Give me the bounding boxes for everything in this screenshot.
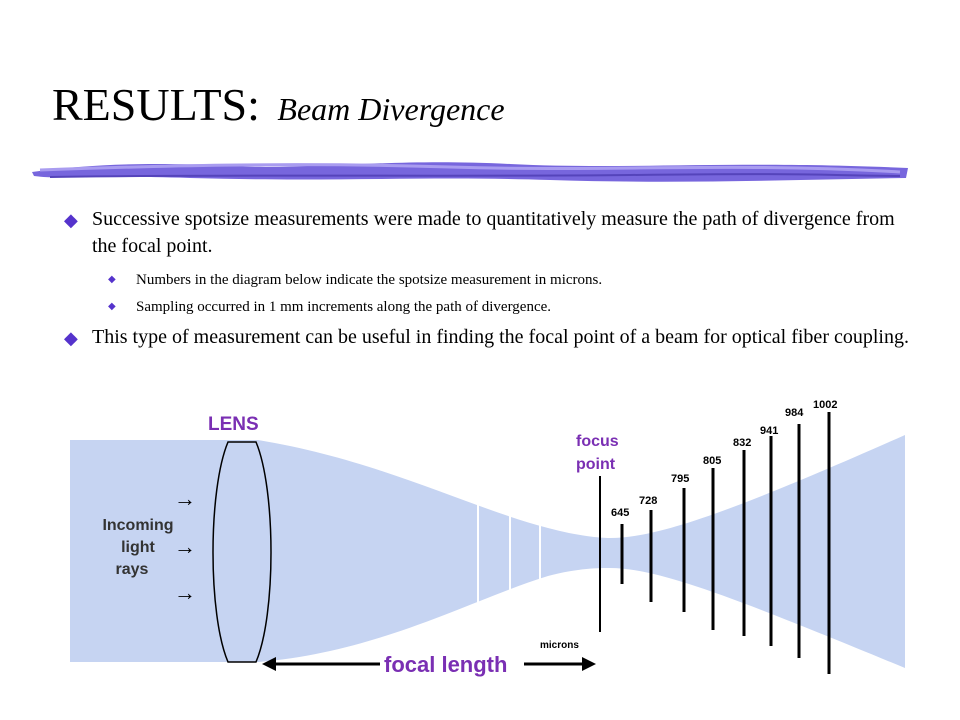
measurement-5: 832: [733, 437, 751, 636]
sub-bullet-text: Sampling occurred in 1 mm increments alo…: [136, 299, 552, 315]
title-underline-brush: [32, 162, 908, 182]
arrow-right-icon: →: [174, 486, 196, 511]
measurement-label: 941: [760, 425, 778, 437]
diamond-bullet-icon: ◆: [64, 210, 78, 230]
measurement-label: 805: [703, 455, 721, 467]
incoming-label-line-1: Incoming: [102, 517, 173, 534]
title-subtitle: Beam Divergence: [277, 91, 505, 127]
measurement-label: 728: [639, 495, 657, 507]
incoming-label-line-2: light: [121, 539, 155, 556]
beam-divergence-diagram: LENS Incoming light rays → → → focus poi…: [70, 399, 905, 677]
incoming-label-line-3: rays: [116, 561, 149, 578]
sub-bullet-text: Numbers in the diagram below indicate th…: [136, 272, 603, 288]
diamond-bullet-icon: ◆: [108, 301, 116, 312]
arrow-right-icon: →: [174, 580, 196, 605]
focal-length-label: focal length: [384, 652, 507, 677]
diamond-bullet-icon: ◆: [108, 274, 116, 285]
measurement-2: 728: [639, 495, 657, 602]
measurement-label: 832: [733, 437, 751, 449]
bullet-item: ◆ This type of measurement can be useful…: [64, 324, 924, 351]
bullet-list: ◆ Successive spotsize measurements were …: [64, 206, 924, 361]
bullet-text: Successive spotsize measurements were ma…: [92, 208, 895, 257]
measurement-7: 984: [785, 407, 804, 658]
focus-label-line-2: point: [576, 456, 616, 473]
lens-label: LENS: [208, 414, 259, 435]
light-beam: [70, 435, 905, 668]
units-label: microns: [540, 640, 579, 651]
measurement-1: 645: [611, 507, 629, 584]
measurement-4: 805: [703, 455, 721, 630]
slide-title: RESULTS: Beam Divergence: [52, 82, 505, 128]
bullet-text: This type of measurement can be useful i…: [92, 326, 909, 348]
bullet-item: ◆ Successive spotsize measurements were …: [64, 206, 924, 260]
measurement-8: 1002: [813, 399, 837, 674]
measurement-label: 1002: [813, 399, 837, 411]
measurement-label: 984: [785, 407, 804, 419]
measurement-3: 795: [671, 473, 689, 612]
lens-shape: [212, 441, 272, 663]
diamond-bullet-icon: ◆: [64, 328, 78, 348]
title-main: RESULTS:: [52, 79, 260, 130]
focus-label-line-1: focus: [576, 433, 619, 450]
sub-bullet-item: ◆ Numbers in the diagram below indicate …: [64, 270, 924, 290]
focal-length-arrow: [262, 657, 596, 671]
arrow-right-icon: →: [174, 534, 196, 559]
measurement-label: 645: [611, 507, 629, 519]
measurement-label: 795: [671, 473, 689, 485]
sub-bullet-item: ◆ Sampling occurred in 1 mm increments a…: [64, 297, 924, 317]
measurement-6: 941: [760, 425, 778, 646]
